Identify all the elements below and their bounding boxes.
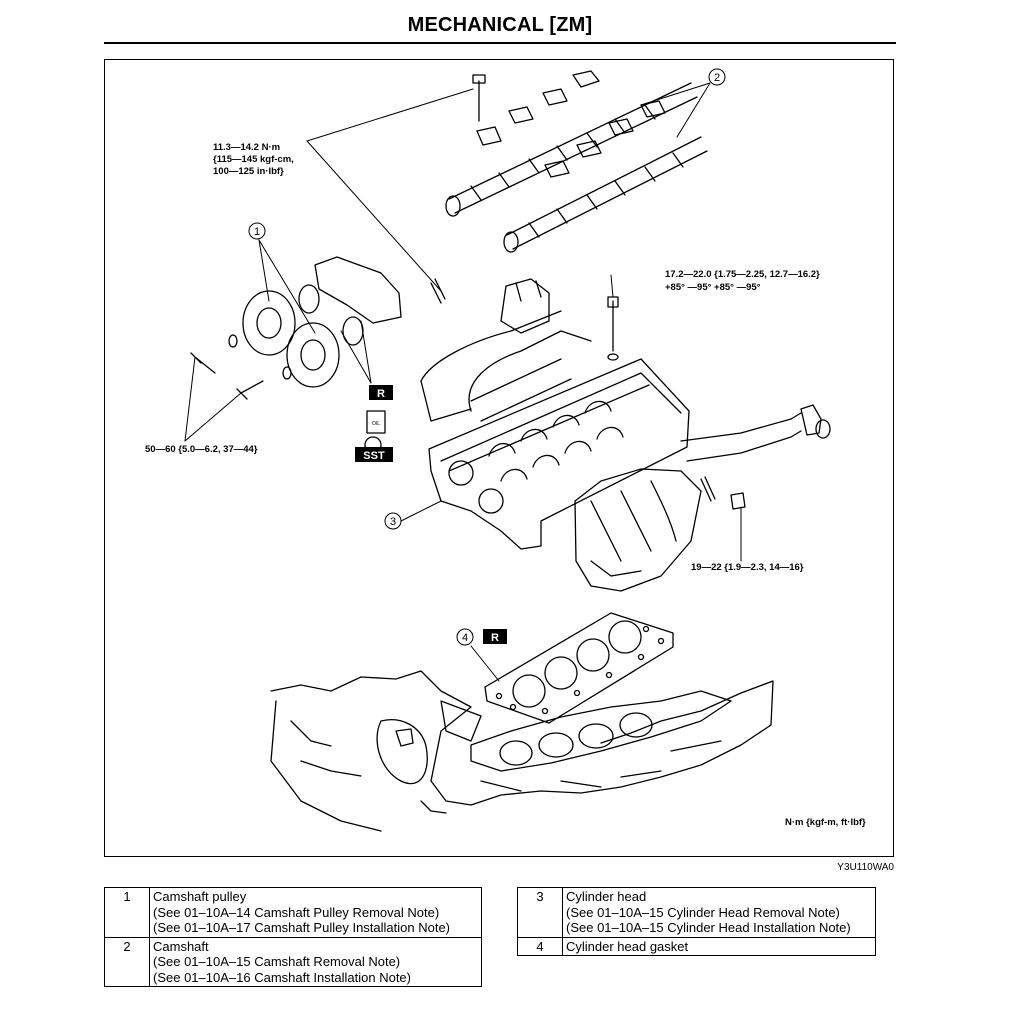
torque-units-note: N·m {kgf-m, ft·lbf} [785,817,866,828]
torque-manifold-nut: 19—22 {1.9—2.3, 14—16} [691,562,804,573]
legend-description: Camshaft (See 01–10A–15 Camshaft Removal… [149,936,482,987]
legend-description: Cylinder head gasket [562,936,876,956]
legend-reference: (See 01–10A–14 Camshaft Pulley Removal N… [153,904,440,920]
legend-reference: (See 01–10A–15 Camshaft Removal Note) [153,954,401,969]
callout-3 [384,512,402,530]
legend-part-name: Cylinder head [566,889,647,904]
callout-1 [248,222,266,240]
sst-badge [355,447,393,462]
cylinder-head-drawing [420,278,831,592]
legend-table-left: 1 Camshaft pulley (See 01–10A–14 Camshaf… [104,887,482,987]
legend-row: 3 Cylinder head (See 01–10A–15 Cylinder … [517,887,876,938]
title-rule [104,42,896,44]
legend-row: 1 Camshaft pulley (See 01–10A–14 Camshaf… [104,887,482,938]
replace-badge-pulley-label: R [377,388,385,400]
sst-badge-label: SST [363,450,385,462]
exploded-view-figure: 2 1 3 4 R SST R OIL 11.3—14.2 N·m {115—1… [104,59,894,857]
engine-block-drawing [270,670,774,832]
legend-reference: (See 01–10A–15 Cylinder Head Installatio… [566,920,851,935]
legend-number: 3 [517,887,563,938]
cylinder-head-gasket-drawing [484,612,674,724]
torque-camcap-line-1: 11.3—14.2 N·m [213,142,280,153]
replace-badge-gasket-label: R [491,632,499,644]
replace-badge-pulley [369,385,393,400]
badges [355,385,507,644]
legend-number: 2 [104,936,150,987]
callout-3-number: 3 [390,516,396,528]
exploded-view-drawing: 2 1 3 4 R SST R OIL 11.3—14.2 N·m {115—1… [145,68,866,832]
legend-reference: (See 01–10A–15 Cylinder Head Removal Not… [566,904,840,920]
legend-number: 4 [517,936,563,956]
torque-pulley-bolt: 50—60 {5.0—6.2, 37—44} [145,444,258,455]
legend-part-name: Camshaft pulley [153,889,247,904]
callout-4-number: 4 [462,632,468,644]
camshaft-drawing [445,70,708,253]
legend-row: 4 Cylinder head gasket [517,936,876,956]
legend-description: Cylinder head (See 01–10A–15 Cylinder He… [562,887,876,938]
page-title: MECHANICAL [ZM] [407,14,593,36]
replace-badge-gasket [483,629,507,644]
torque-camcap-line-2: {115—145 kgf-cm, [213,154,294,165]
callout-2-number: 2 [714,72,720,84]
legend-reference: (See 01–10A–16 Camshaft Installation Not… [153,969,411,985]
legend-part-name: Cylinder head gasket [566,938,689,954]
legend-part-name: Camshaft [153,938,209,954]
legend-row: 2 Camshaft (See 01–10A–15 Camshaft Remov… [104,936,482,987]
torque-head-bolt-line-2: +85° —95° +85° —95° [665,282,761,293]
legend-table-right: 3 Cylinder head (See 01–10A–15 Cylinder … [517,887,876,956]
callouts [248,68,726,646]
camshaft-pulley-drawing [190,256,446,454]
legend-reference: (See 01–10A–17 Camshaft Pulley Installat… [153,920,451,935]
figure-code: Y3U110WA0 [837,862,894,873]
legend-number: 1 [104,887,150,938]
callout-2 [708,68,726,86]
callout-1-number: 1 [254,226,260,238]
leader-lines [184,82,742,682]
oil-label: OIL [372,421,380,427]
torque-camcap-line-3: 100—125 in·lbf} [213,166,284,177]
torque-head-bolt-line-1: 17.2—22.0 {1.75—2.25, 12.7—16.2} [665,269,820,280]
legend-description: Camshaft pulley (See 01–10A–14 Camshaft … [149,887,482,938]
callout-4 [456,628,474,646]
